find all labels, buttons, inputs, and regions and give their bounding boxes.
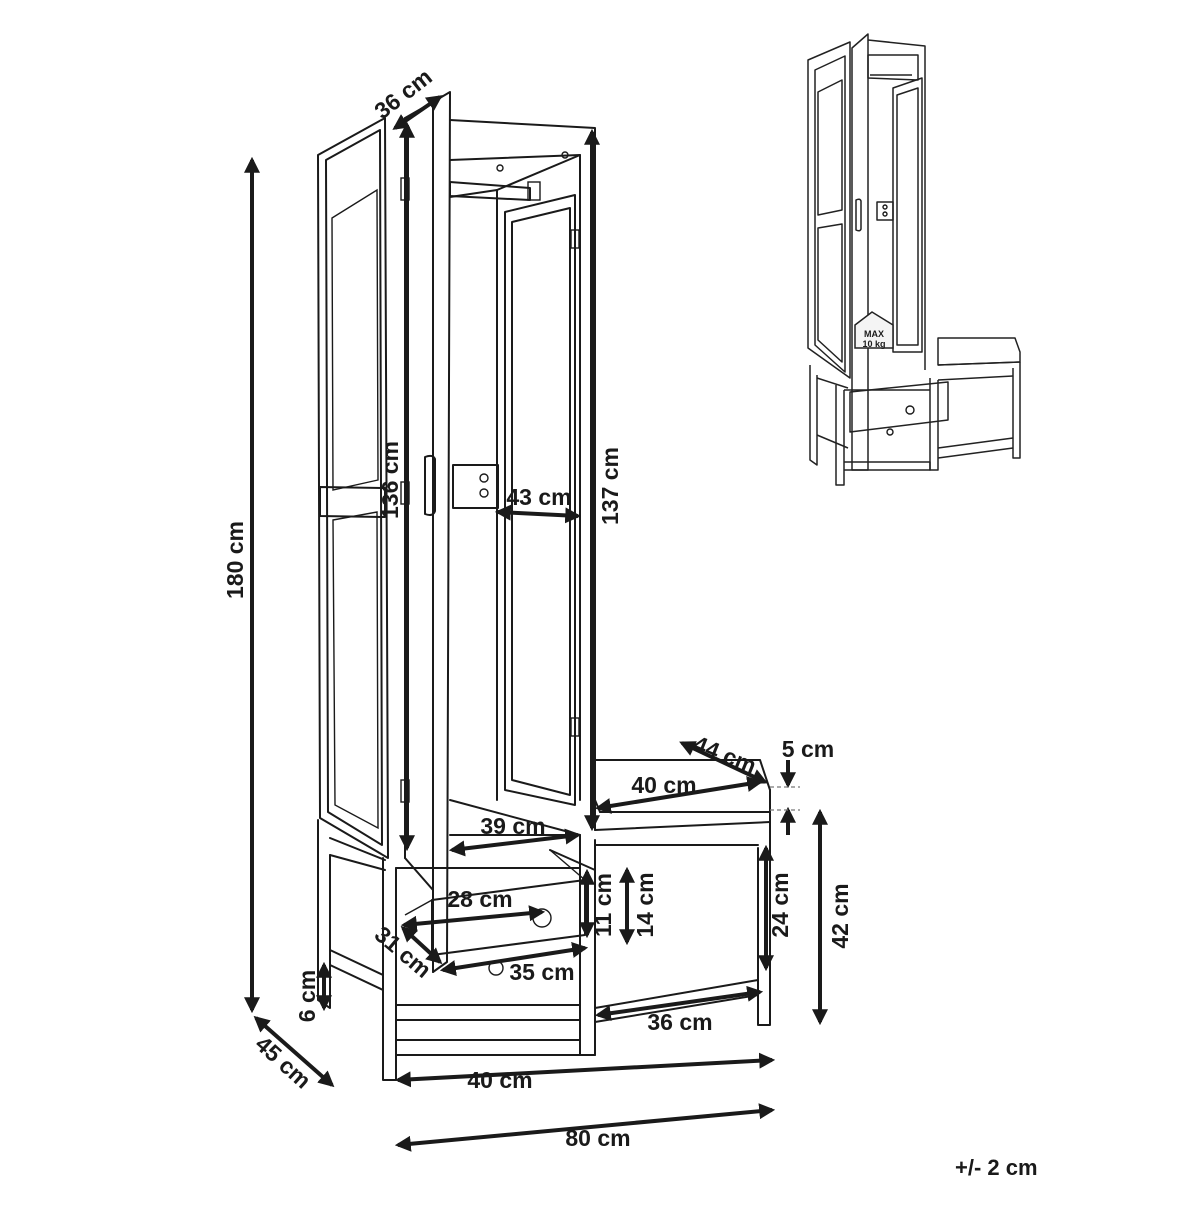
cabinet-body: [449, 119, 596, 836]
badge-weight: 10 kg: [862, 339, 885, 349]
cushion-height-label: 5 cm: [782, 736, 834, 762]
door-handle-icon: [855, 198, 862, 232]
drawer-inner-height-label: 11 cm: [590, 873, 616, 937]
drawer-front-label: 35 cm: [509, 959, 574, 985]
total-width-label: 80 cm: [565, 1125, 630, 1151]
drawer-knob-icon: [905, 405, 915, 415]
door-handle-icon: [424, 454, 436, 516]
weight-icon: [854, 311, 894, 349]
thumbnail-view: MAX 10 kg: [807, 33, 1021, 486]
inner-bottom-width-label: 39 cm: [480, 813, 545, 839]
drawer-height-label: 14 cm: [632, 872, 658, 937]
inner-height-label: 137 cm: [597, 447, 623, 525]
cushion-width-label: 40 cm: [631, 772, 696, 798]
tolerance-note: +/- 2 cm: [955, 1155, 1038, 1180]
drawer-width-label: 28 cm: [447, 886, 512, 912]
bench-inner-height-label: 24 cm: [767, 872, 793, 937]
cabinet-width-label: 40 cm: [467, 1067, 532, 1093]
right-door: [404, 91, 451, 973]
badge-max: MAX: [864, 329, 884, 339]
total-height-label: 180 cm: [222, 521, 248, 599]
door-height-label: 136 cm: [377, 441, 403, 519]
bench-depth-label: 44 cm: [690, 730, 760, 779]
dimension-lines: [244, 95, 828, 1152]
door-depth-label: 36 cm: [369, 63, 436, 124]
foot-height-label: 6 cm: [294, 970, 320, 1022]
bench-shelf-width-label: 36 cm: [647, 1009, 712, 1035]
bench-height-label: 42 cm: [827, 883, 853, 948]
inner-width-label: 43 cm: [506, 484, 571, 510]
cabinet-base: [317, 819, 596, 1081]
